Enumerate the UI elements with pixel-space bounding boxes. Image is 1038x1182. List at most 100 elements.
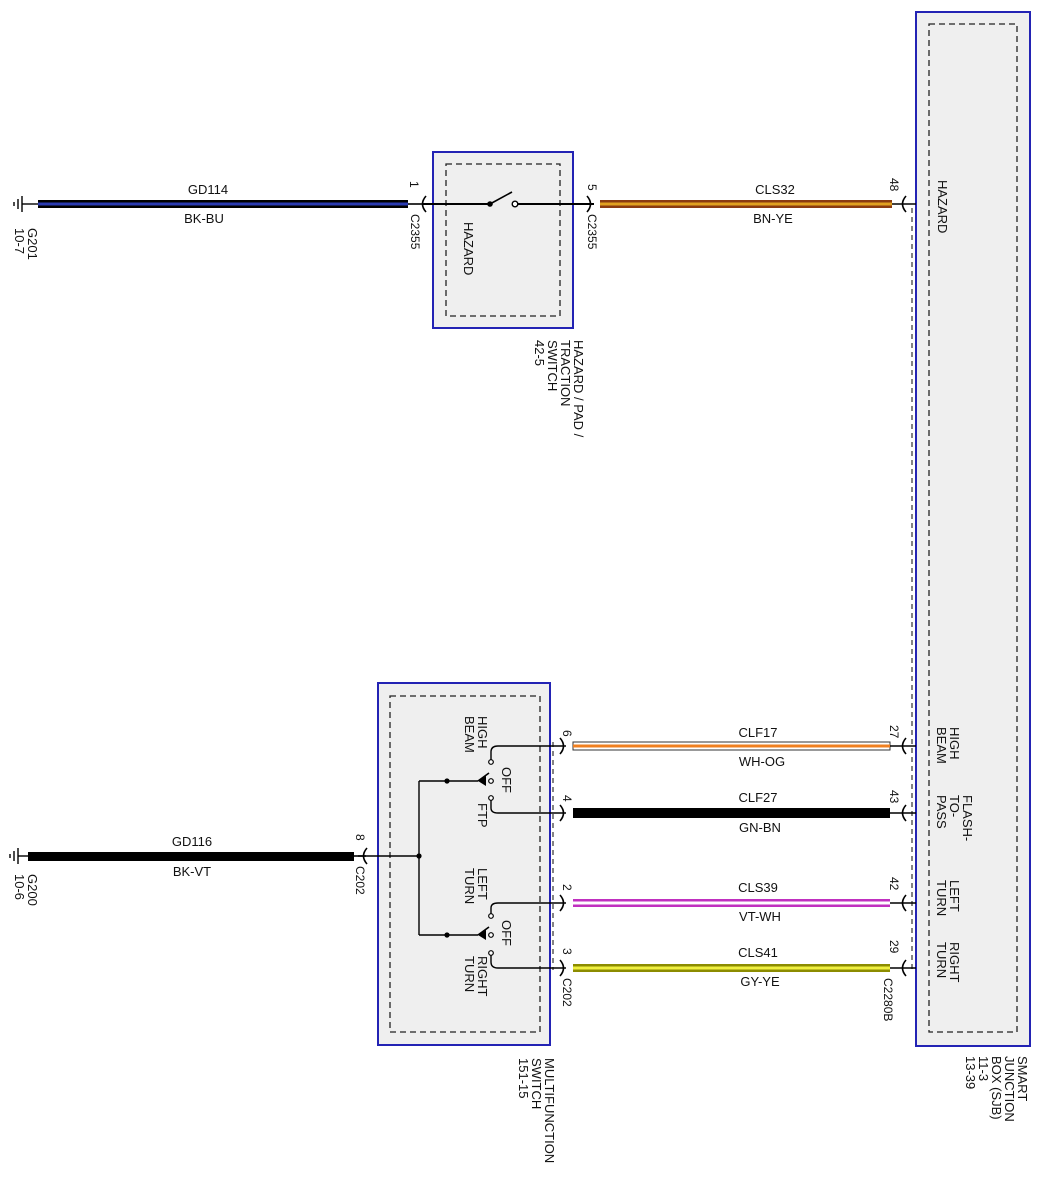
mfs-high-beam-contact <box>488 759 494 765</box>
mfs-right-turn-label-2: TURN <box>462 956 477 992</box>
wire-gd116: GD116 BK-VT <box>28 834 368 879</box>
wire-cls32: CLS32 BN-YE <box>586 182 916 226</box>
mfs-upper-arrow <box>478 776 486 786</box>
hazard-switch-inner-dashed-box <box>445 163 561 317</box>
hazard-switch-name-4: 42-5 <box>532 340 547 366</box>
wire-gd116-body <box>28 852 354 861</box>
mfs-off-top-label: OFF <box>499 767 514 793</box>
wire-clf17-connector-icon-right <box>901 737 907 755</box>
hazard-switch-connector-in: C2355 <box>408 214 422 250</box>
wire-cls39-color: VT-WH <box>739 909 781 924</box>
mfs-ftp-label: FTP <box>475 803 490 828</box>
wire-clf17-circuit: CLF17 <box>738 725 777 740</box>
wire-gd114-color: BK-BU <box>184 211 224 226</box>
wire-gd116-connector-icon <box>362 847 368 865</box>
mfs-high-beam-label-1: HIGH <box>475 716 490 749</box>
wire-cls39-stripe <box>573 901 890 905</box>
hazard-switch-module: HAZARD 1 C2355 5 C2355 HAZARD / PAD / TR… <box>407 151 599 438</box>
mfs-pin-3: 3 <box>560 948 574 955</box>
hazard-switch-name-2: TRACTION <box>558 340 573 406</box>
wire-cls41-connector-icon-right <box>901 959 907 977</box>
wire-cls41: CLS41 GY-YE <box>559 945 916 989</box>
wire-clf17-connector-icon-left <box>559 737 565 755</box>
wire-clf27-body <box>573 808 890 818</box>
mfs-right-turn-lead <box>490 955 566 969</box>
mfs-ftp-contact <box>488 795 494 801</box>
sjb-name-2: JUNCTION <box>1002 1056 1017 1122</box>
hazard-switch-internal-label: HAZARD <box>461 222 476 275</box>
mfs-high-beam-label-2: BEAM <box>462 716 477 753</box>
hazard-switch-blade <box>489 191 513 205</box>
wire-cls39-connector-icon-left <box>559 894 565 912</box>
wire-cls32-color: BN-YE <box>753 211 793 226</box>
wire-cls41-connector-icon-left <box>559 959 565 977</box>
wire-cls39-circuit: CLS39 <box>738 880 778 895</box>
sjb-high-beam-label: HIGH <box>947 727 962 760</box>
mfs-name-1: MULTIFUNCTION <box>542 1058 557 1163</box>
wire-gd116-color: BK-VT <box>173 864 211 879</box>
sjb-high-beam-label-2: BEAM <box>934 727 949 764</box>
sjb-inner-dashed-box <box>928 23 1018 1033</box>
sjb-left-turn-label-1: LEFT <box>947 880 962 912</box>
mfs-left-turn-label-2: TURN <box>462 868 477 904</box>
ground-g200: G200 10-6 <box>9 848 40 906</box>
mfs-bus-bottom-junction <box>444 932 450 938</box>
mfs-high-beam-lead <box>490 745 566 760</box>
hazard-switch-name-1: HAZARD / PAD / <box>571 340 586 438</box>
sjb-pin-42: 42 <box>887 877 901 891</box>
wire-clf17-color: WH-OG <box>739 754 785 769</box>
sjb-pin-27: 27 <box>887 725 901 739</box>
wire-cls39: CLS39 VT-WH <box>559 880 916 924</box>
wire-clf27: CLF27 GN-BN <box>559 790 916 835</box>
wire-gd114: GD114 BK-BU <box>38 182 427 226</box>
hazard-switch-name-3: SWITCH <box>545 340 560 391</box>
hazard-switch-contact-right <box>511 200 519 208</box>
multifunction-switch-module: HIGH BEAM OFF FTP LEFT TURN OFF RIGHT TU… <box>353 682 574 1163</box>
ground-g200-page: 10-6 <box>12 874 27 900</box>
sjb-pin-29: 29 <box>887 940 901 954</box>
mfs-name-2: SWITCH <box>529 1058 544 1109</box>
hazard-switch-outer-box <box>432 151 574 329</box>
wire-cls32-connector-icon-left <box>586 195 592 213</box>
wire-gd114-connector-icon <box>421 195 427 213</box>
wire-cls32-stripe <box>600 202 892 206</box>
mfs-left-turn-lead <box>490 902 566 914</box>
wire-cls32-circuit: CLS32 <box>755 182 795 197</box>
sjb-ftp-label-1: FLASH- <box>960 795 975 841</box>
mfs-inner-dashed-box <box>389 695 541 1033</box>
sjb-name-4: 11-3 <box>976 1056 991 1081</box>
hazard-switch-connector-out: C2355 <box>585 214 599 250</box>
wire-cls39-connector-icon-right <box>901 894 907 912</box>
sjb-name-3: BOX (SJB) <box>989 1056 1004 1120</box>
sjb-right-turn-label-1: RIGHT <box>947 942 962 983</box>
wire-clf27-circuit: CLF27 <box>738 790 777 805</box>
mfs-ground-pin: 8 <box>353 834 367 841</box>
mfs-left-turn-contact <box>488 913 494 919</box>
mfs-lower-arrow <box>478 930 486 940</box>
wire-cls41-stripe <box>573 966 890 970</box>
ground-g201-page: 10-7 <box>12 228 27 254</box>
mfs-lower-blade <box>477 926 490 936</box>
mfs-right-turn-label-1: RIGHT <box>475 956 490 997</box>
mfs-bus-top-junction <box>444 778 450 784</box>
mfs-pin-6: 6 <box>560 730 574 737</box>
hazard-switch-pin-in: 1 <box>407 181 421 188</box>
ground-g200-name: G200 <box>25 874 40 906</box>
mfs-off-top-contact <box>488 778 494 784</box>
wire-clf17-stripe <box>573 744 890 748</box>
mfs-off-bottom-label: OFF <box>499 920 514 946</box>
mfs-pin-2: 2 <box>560 884 574 891</box>
hazard-switch-pin-out: 5 <box>585 184 599 191</box>
sjb-ftp-label-2: TO- <box>947 795 962 817</box>
wire-clf27-connector-icon-right <box>901 804 907 822</box>
sjb-ftp-label-3: PASS <box>934 795 949 829</box>
mfs-left-turn-label-1: LEFT <box>475 868 490 900</box>
wire-gd114-stripe <box>38 202 408 206</box>
mfs-out-connector: C202 <box>560 978 574 1007</box>
mfs-pin-4: 4 <box>560 795 574 802</box>
wire-gd116-circuit: GD116 <box>172 834 212 849</box>
wire-cls32-connector-icon-right <box>901 195 907 213</box>
sjb-hazard-label: HAZARD <box>935 180 950 233</box>
mfs-right-turn-contact <box>488 950 494 956</box>
